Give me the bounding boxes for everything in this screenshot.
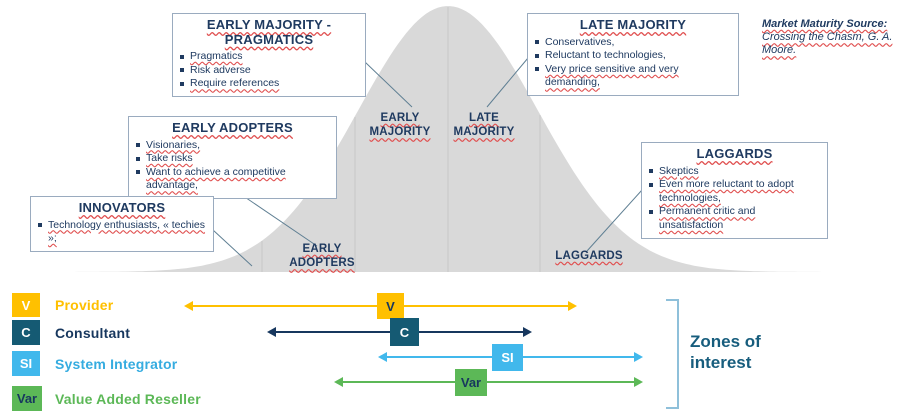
bullet-marker [649, 182, 653, 187]
bullet-marker [180, 81, 184, 86]
bullet-marker [649, 209, 653, 214]
list-item: Require references [180, 77, 358, 91]
legend-chip-value-added-reseller: Var [12, 386, 42, 411]
value-added-reseller-zone-arrow [334, 377, 643, 387]
legend-label-value-added-reseller: Value Added Reseller [55, 391, 201, 407]
list-item: Take risks [136, 152, 329, 166]
legend-chip-consultant: C [12, 320, 40, 345]
list-item: Reluctant to technologies, [535, 49, 731, 63]
consultant-arrow-chip: C [390, 318, 419, 346]
callout-title: LATE MAJORITY [579, 17, 687, 32]
source-note: Market Maturity Source: Crossing the Cha… [762, 18, 902, 58]
bullet-marker [136, 143, 140, 148]
bullet-marker [535, 67, 539, 72]
list-item: Want to achieve a competitive advantage, [136, 166, 329, 193]
list-item: Even more reluctant to adopt technologie… [649, 178, 820, 205]
list-item: Very price sensitive and very demanding, [535, 63, 731, 90]
callout-title: LAGGARDS [696, 146, 773, 161]
segment-dividers [261, 7, 541, 272]
callout-title: EARLY ADOPTERS [172, 120, 293, 135]
zones-bracket [666, 299, 679, 409]
callout-title: EARLY MAJORITY - PRAGMATICS [206, 17, 332, 47]
legend-label-consultant: Consultant [55, 325, 131, 341]
list-item: Visionaries, [136, 139, 329, 153]
list-item: Conservatives, [535, 36, 731, 50]
callout-title: INNOVATORS [78, 200, 166, 215]
callout-innovators: INNOVATORS Technology enthusiasts, « tec… [30, 196, 214, 252]
provider-arrow-chip: V [377, 293, 404, 319]
list-item: Technology enthusiasts, « techies »; [38, 219, 206, 246]
legend-chip-provider: V [12, 293, 40, 317]
legend-label-system-integrator: System Integrator [55, 356, 178, 372]
callout-laggards: LAGGARDS Skeptics Even more reluctant to… [641, 142, 828, 239]
callout-early-majority-pragmatics: EARLY MAJORITY - PRAGMATICS Pragmatics R… [172, 13, 366, 98]
system-integrator-arrow-chip: SI [492, 344, 523, 371]
bullet-marker [535, 53, 539, 58]
bullet-marker [649, 169, 653, 174]
list-item: Pragmatics [180, 50, 358, 64]
callout-early-adopters: EARLY ADOPTERS Visionaries, Take risks W… [128, 116, 337, 200]
bullet-marker [535, 40, 539, 45]
bullet-marker [180, 68, 184, 73]
bell-curve-shape [58, 6, 846, 272]
source-note-title: Market Maturity Source: [762, 18, 888, 30]
curve-label-early-adopters: EARLY ADOPTERS [289, 243, 355, 270]
bullet-marker [136, 170, 140, 175]
bullet-marker [38, 223, 42, 228]
list-item: Skeptics [649, 165, 820, 179]
curve-label-late-majority: LATE MAJORITY [453, 112, 515, 139]
zones-of-interest-label: Zones of interest [690, 332, 761, 373]
curve-label-early-majority: EARLY MAJORITY [369, 112, 431, 139]
list-item: Risk adverse [180, 64, 358, 78]
legend-chip-system-integrator: SI [12, 351, 40, 376]
legend-label-provider: Provider [55, 297, 114, 313]
callout-late-majority: LATE MAJORITY Conservatives, Reluctant t… [527, 13, 739, 97]
curve-label-laggards: LAGGARDS [555, 250, 623, 262]
bullet-marker [180, 54, 184, 59]
bullet-marker [136, 156, 140, 161]
value-added-reseller-arrow-chip: Var [455, 369, 487, 396]
source-note-citation: Crossing the Chasm, G. A. Moore. [762, 31, 893, 57]
list-item: Permanent critic and unsatisfaction [649, 205, 820, 232]
bell-curve-chart [58, 6, 846, 272]
